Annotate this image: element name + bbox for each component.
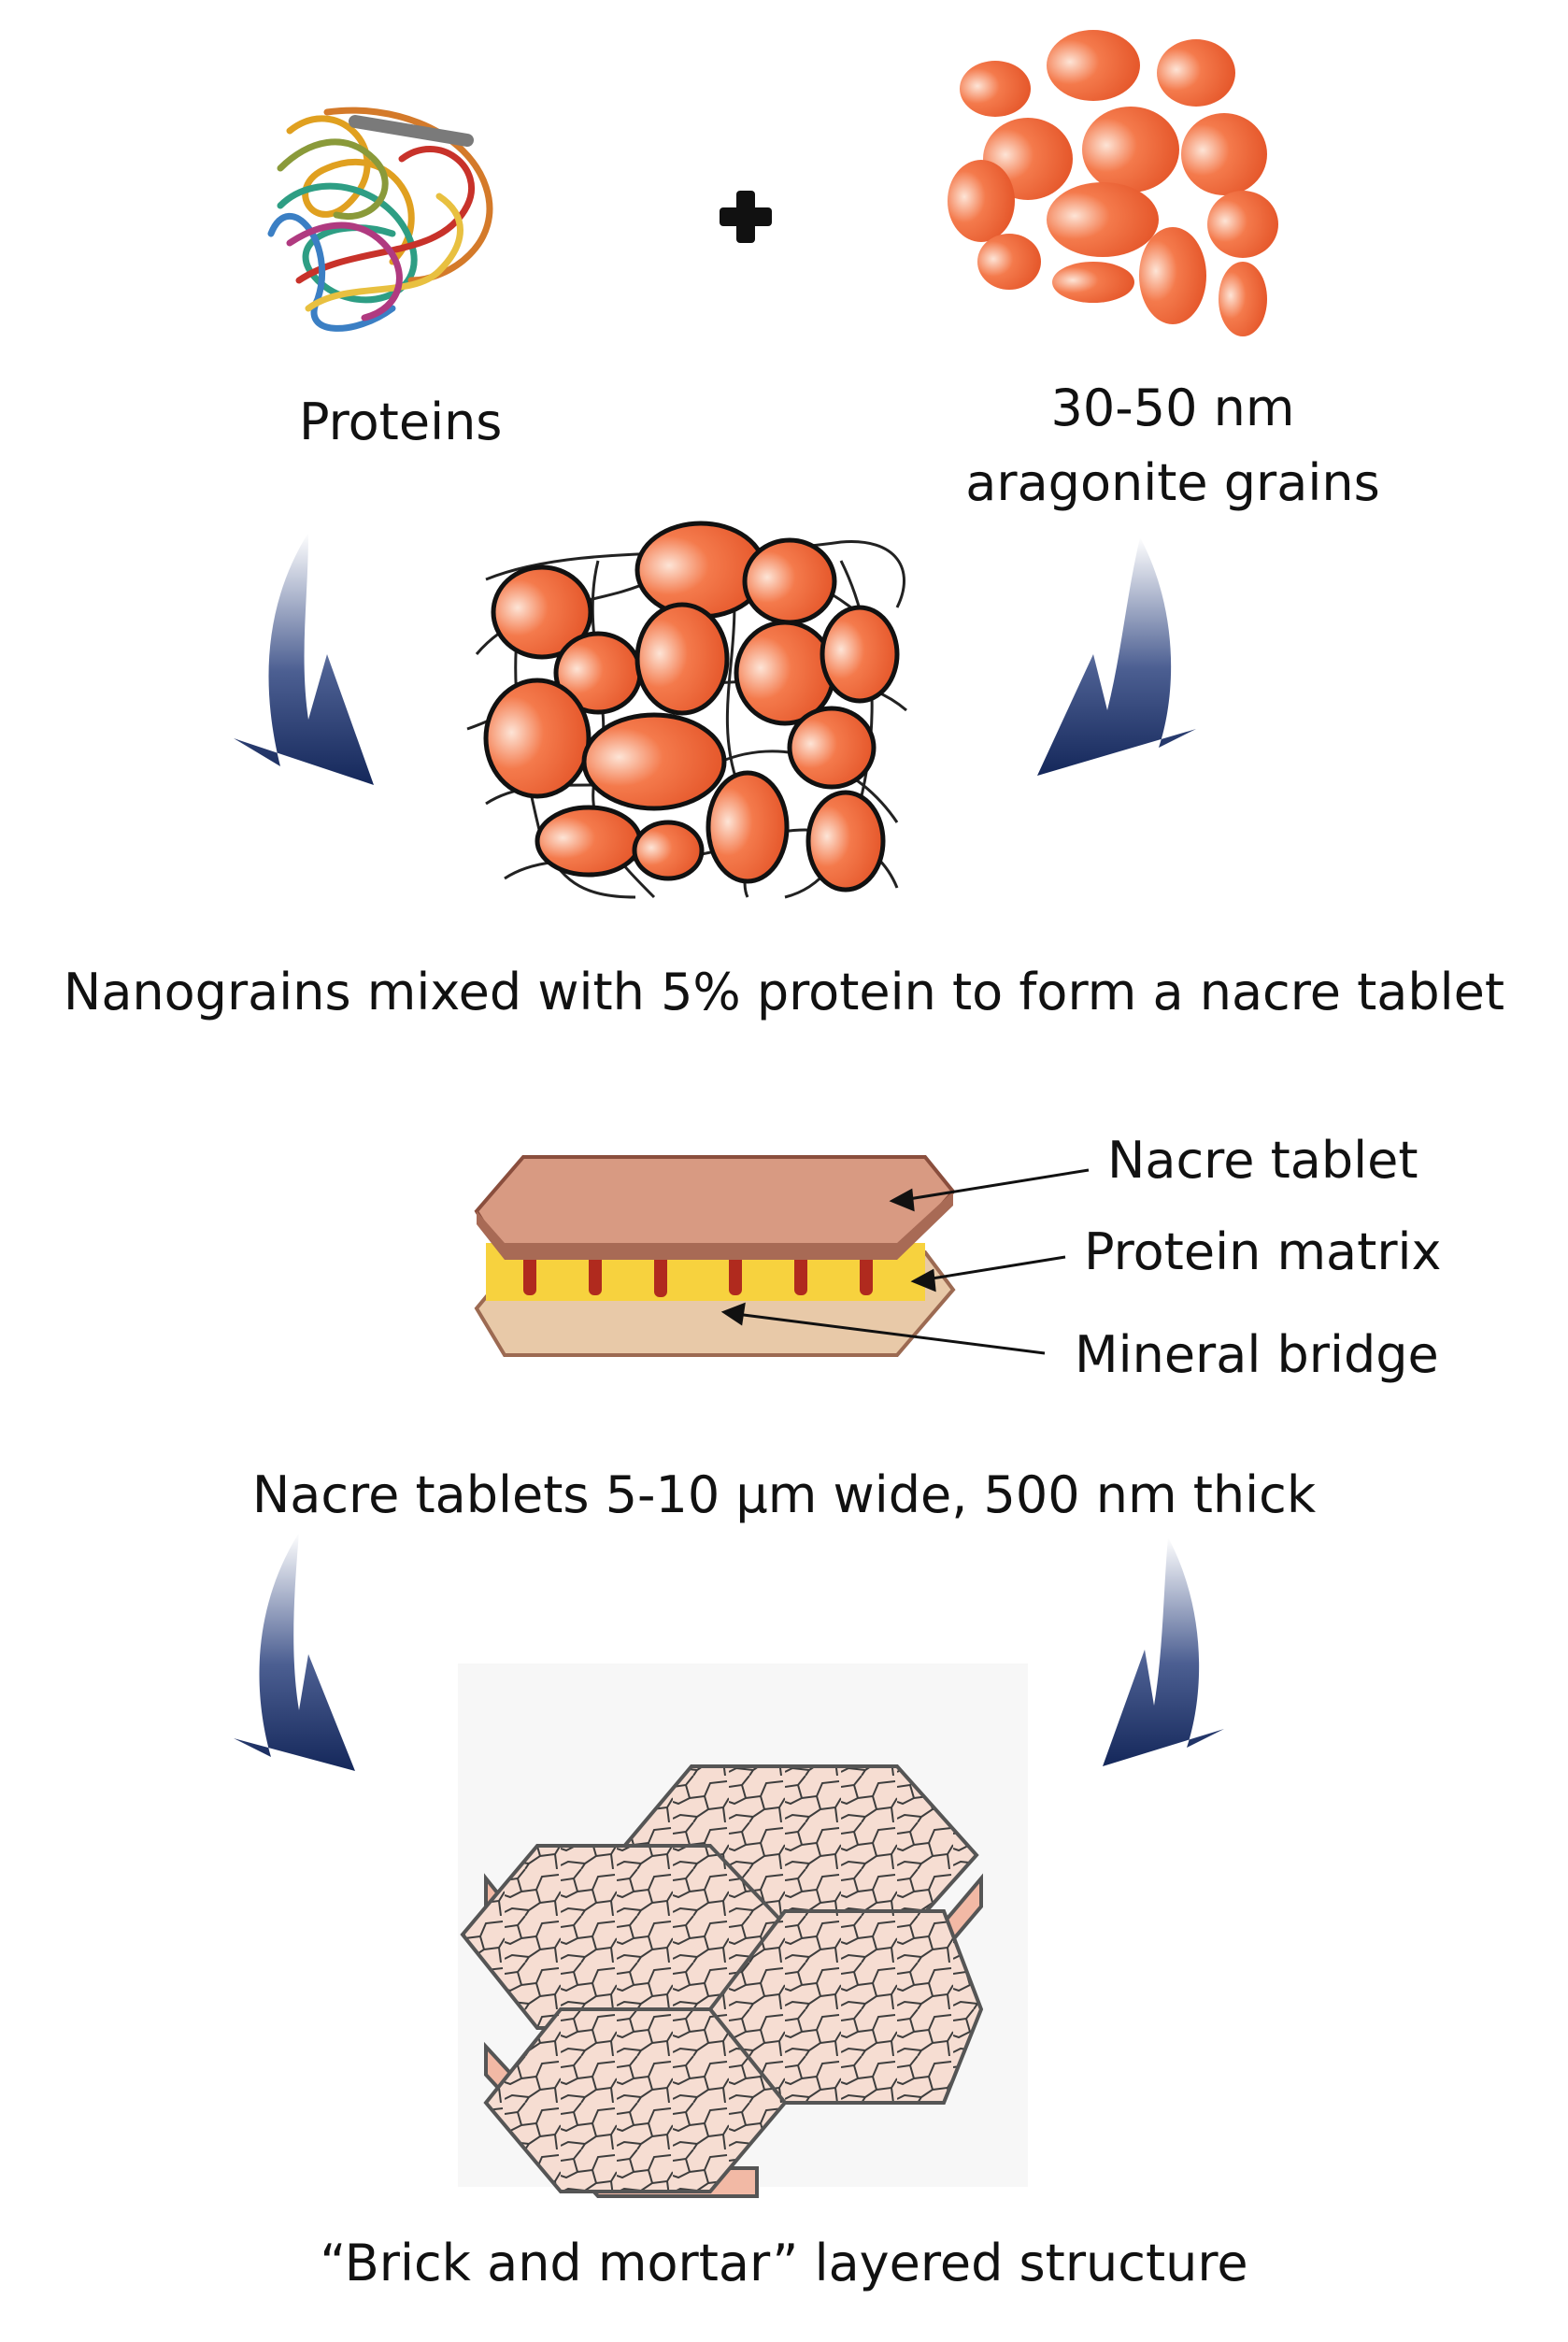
- arrow-left-top: [234, 533, 374, 785]
- protein-matrix-label: Protein matrix: [1084, 1222, 1442, 1281]
- nacre-tablet-illustration: [474, 1155, 956, 1357]
- protein-structure-illustration: [267, 107, 493, 332]
- nanograins-caption: Nanograins mixed with 5% protein to form…: [63, 963, 1505, 1021]
- proteins-label: Proteins: [299, 393, 503, 451]
- final-caption: “Brick and mortar” layered structure: [320, 2234, 1248, 2292]
- plus-icon: [720, 191, 772, 243]
- grains-type-label: aragonite grains: [965, 453, 1380, 512]
- brick-mortar-illustration: [458, 1664, 1028, 2198]
- aragonite-grains-illustration: [948, 30, 1278, 336]
- grains-size-label: 30-50 nm: [1050, 378, 1295, 437]
- label-pointers: [720, 1168, 1090, 1355]
- mineral-bridge-label: Mineral bridge: [1075, 1325, 1439, 1384]
- arrow-left-bottom: [234, 1533, 355, 1771]
- nanograin-composite-illustration: [466, 521, 907, 899]
- arrow-right-top: [1037, 537, 1196, 776]
- arrow-right-bottom: [1103, 1537, 1224, 1766]
- tablets-caption: Nacre tablets 5-10 µm wide, 500 nm thick: [251, 1465, 1317, 1524]
- nacre-tablet-label: Nacre tablet: [1107, 1131, 1418, 1190]
